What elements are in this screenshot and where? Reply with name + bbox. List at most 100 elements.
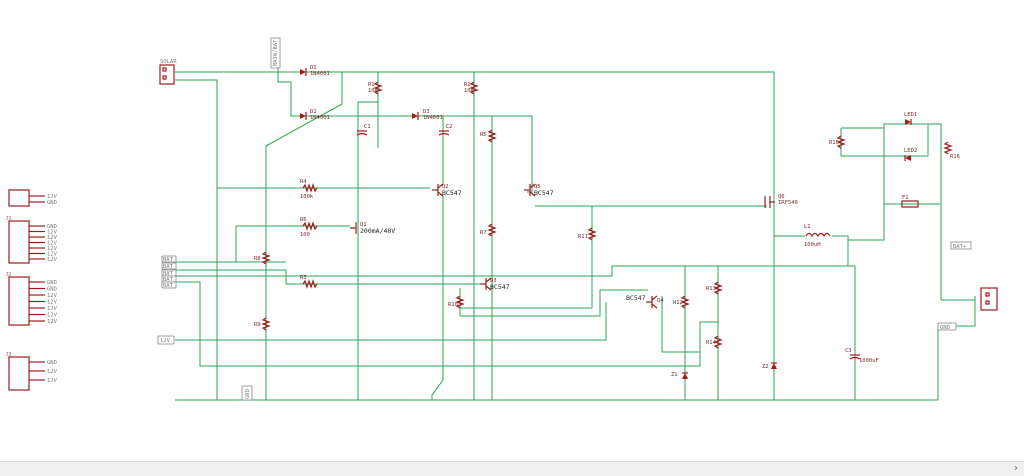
transistor-q6: Q6 IRF540 [764, 194, 798, 208]
bat-tag: BAT+ [950, 241, 972, 250]
capacitor-c2: C2 [438, 124, 453, 136]
solar-connector: SOLAR [159, 59, 177, 85]
connector-pin-label: 12V [47, 257, 58, 263]
schematic-drawing: SOLAR MAIN/BAT 12V GND J1 GND12V12V12V12… [5, 37, 998, 401]
zener-z2: Z2 [762, 362, 777, 370]
svg-text:R11: R11 [578, 234, 588, 240]
svg-text:12V: 12V [160, 338, 171, 344]
svg-text:100uH: 100uH [804, 242, 821, 248]
connector-pin-label: GND [47, 360, 57, 366]
transistor-q4: Q4 BC547 [626, 294, 664, 309]
wires [175, 68, 976, 401]
svg-text:D1: D1 [310, 65, 317, 71]
svg-text:R5: R5 [480, 132, 487, 138]
resistor-r5: R5 [480, 129, 497, 143]
svg-text:R12: R12 [673, 300, 683, 306]
svg-text:BAT: BAT [163, 277, 174, 283]
led-led1: LED1 [904, 112, 917, 125]
resistor-r14: R14 [706, 335, 723, 349]
svg-text:J2: J2 [5, 272, 12, 278]
svg-text:SOLAR: SOLAR [160, 59, 177, 65]
svg-text:R8: R8 [254, 256, 261, 262]
gnd2-tag: GND [937, 322, 957, 331]
svg-text:1N4001: 1N4001 [423, 115, 443, 121]
svg-text:GND: GND [47, 200, 57, 206]
connector-pin-label: GND [47, 224, 57, 230]
diode-d2: D2 1N4001 [300, 109, 330, 121]
diode-d1: D1 1N4001 [300, 65, 330, 77]
connector-pin-label: GND [47, 280, 57, 286]
svg-text:200mA/40V: 200mA/40V [360, 227, 395, 235]
transistor-q3: Q3 BC547 [480, 277, 510, 291]
resistor-r12: R12 [673, 295, 690, 309]
svg-text:100: 100 [300, 232, 310, 238]
resistor-r9: R9 [254, 317, 271, 331]
svg-text:R13: R13 [706, 286, 716, 292]
resistor-r8: R8 [254, 251, 271, 265]
horizontal-scrollbar[interactable]: › [0, 461, 1024, 476]
capacitor-c3: C3 1000uF [845, 348, 879, 364]
svg-text:GND: GND [940, 325, 950, 331]
capacitor-c1: C1 [356, 124, 371, 136]
zener-z1: Z1 [671, 372, 688, 379]
svg-text:Q2: Q2 [442, 184, 449, 190]
svg-text:J3: J3 [5, 352, 12, 358]
resistor-r6: R6 100 [300, 217, 318, 238]
resistor-r13: R13 [706, 281, 723, 295]
led-led2: LED2 [904, 148, 917, 161]
resistor-r11: R11 [578, 227, 597, 241]
connector-pin-label: 12V [47, 230, 58, 236]
transistor-q2: Q2 BC547 [432, 183, 462, 197]
svg-text:R7: R7 [480, 230, 487, 236]
svg-text:BAT+: BAT+ [953, 244, 967, 250]
inductor-l1: L1 100uH [804, 224, 831, 248]
svg-text:10k: 10k [368, 88, 379, 94]
connector-j3: J3 GND 12V 12V [5, 352, 58, 391]
svg-text:GND: GND [245, 389, 251, 399]
svg-text:Q4: Q4 [657, 298, 664, 304]
svg-text:R2: R2 [464, 82, 471, 88]
svg-text:IRF540: IRF540 [778, 200, 798, 206]
svg-text:Q3: Q3 [490, 278, 497, 284]
connector-pin-label: 12V [47, 319, 58, 325]
connector-pin-label: 12V [47, 378, 58, 384]
svg-text:D2: D2 [310, 109, 317, 115]
svg-text:D3: D3 [423, 109, 430, 115]
connector-pin-label: 12V [47, 241, 58, 247]
resistor-r4: R4 100k [300, 179, 318, 200]
resistor-r1: R1 10k [368, 81, 383, 95]
connector-pin-label: 12V [47, 313, 58, 319]
svg-text:R10: R10 [448, 302, 458, 308]
main-tag: MAIN/BAT [270, 37, 281, 69]
svg-text:12V: 12V [47, 194, 58, 200]
svg-text:R9: R9 [254, 322, 261, 328]
svg-text:Z2: Z2 [762, 364, 769, 370]
connector-j-top: 12V GND [8, 189, 58, 207]
svg-text:BC547: BC547 [626, 294, 646, 302]
svg-text:R14: R14 [706, 340, 717, 346]
connector-pin-label: 12V [47, 300, 58, 306]
connector-pin-label: 12V [47, 306, 58, 312]
svg-text:LED2: LED2 [904, 148, 917, 154]
svg-text:R15: R15 [829, 140, 839, 146]
connector-pin-label: 12V [47, 369, 58, 375]
svg-text:Q5: Q5 [534, 184, 541, 190]
svg-text:C2: C2 [446, 124, 453, 130]
svg-text:1000uF: 1000uF [859, 358, 879, 364]
diode-d3: D3 1N4001 [412, 109, 443, 121]
svg-text:F1: F1 [902, 195, 909, 201]
svg-text:BAT: BAT [163, 283, 174, 289]
transistor-q1: Q1 200mA/40V [350, 222, 395, 235]
resistor-r10: R10 [448, 295, 465, 309]
svg-text:R3: R3 [300, 275, 307, 281]
svg-text:BAT: BAT [163, 271, 174, 277]
resistor-r7: R7 [480, 223, 497, 237]
svg-text:C3: C3 [845, 348, 852, 354]
connector-pin-label: 12V [47, 246, 58, 252]
scroll-right-arrow-icon[interactable]: › [1014, 463, 1018, 474]
svg-text:BAT: BAT [163, 257, 174, 263]
svg-text:10k: 10k [464, 88, 475, 94]
